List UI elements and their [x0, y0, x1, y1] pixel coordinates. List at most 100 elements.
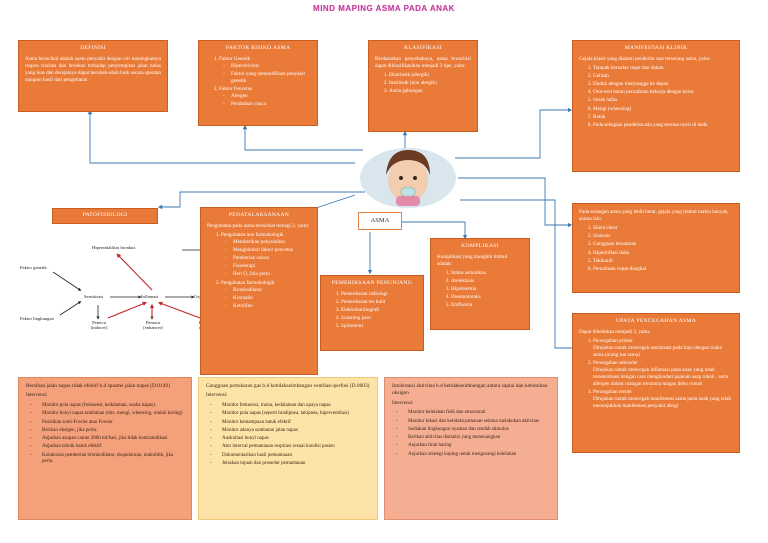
intervensi-item: Berikan oksigen, jika perlu.: [30, 428, 184, 435]
intervensi-item: Anjurkan strategi koping untuk mengurang…: [396, 452, 550, 459]
intervensi-item: Berikan aktivitas distraksi yang menenan…: [396, 435, 550, 442]
klasifikasi-intro: Berdasarkan penyebabnya, asma bronchial …: [375, 55, 471, 69]
manifestasi-item: Sesak nafas: [593, 97, 733, 104]
intervensi-item: Atur interval pemantauan respirasi sesua…: [210, 444, 370, 451]
link-manifestasi: [455, 107, 573, 159]
komplikasi-item: Hipoksemia: [451, 286, 523, 293]
komplikasi-box: KOMPLIKASI Komplikasi yang mungkin timbu…: [430, 238, 530, 330]
diagnosa-1-heading: Bersihan jalan napas tidak efektif b.d s…: [26, 383, 170, 389]
berat-item: Gangguan kesadaran: [593, 241, 733, 248]
berat-item: Silent chest: [593, 225, 733, 232]
faktor-risiko-box: FAKTOR RISIKO ASMA Faktor Genetik Hipers…: [198, 40, 318, 126]
definisi-heading: DEFINISI: [80, 45, 106, 51]
faktor-item: Faktor Pencetus AlergenPerubahan cuaca: [219, 86, 311, 108]
penatalaksanaan-sub: Bronkodilator: [233, 287, 311, 294]
faktor-sub: Perubahan cuaca: [231, 101, 311, 108]
pencegahan-intro: Dapat dibedakan menjadi 3, yaitu:: [579, 328, 651, 335]
berat-item: Sianosis: [593, 233, 733, 240]
intervensi-item: Auskultasi bunyi napas: [210, 436, 370, 443]
diagnosa-2-panel: Gangguan pertukaran gas b.d ketidakseimb…: [198, 377, 378, 520]
pf-sensitisasi: Sensitisasi: [84, 294, 104, 299]
pencegahan-heading: UPAYA PENCEGAHAN ASMA: [615, 318, 697, 324]
pf-hipereaktifitas: Hipereaktifitas bronkus: [92, 245, 136, 250]
pf-inflamasi: Inflamasi: [141, 294, 159, 299]
manifestasi-item: Tampak bernafas cepat dan dalam: [593, 65, 733, 72]
link-berat: [458, 177, 573, 228]
intervensi-item: Anjurkan teknik batuk efektif: [30, 444, 184, 451]
komplikasi-item: Status asmatikus: [451, 270, 523, 277]
penatalaksanaan-sub: Fisioterapi: [233, 263, 311, 270]
manifestasi-item: Duduk dengan menyangga ke depan: [593, 81, 733, 88]
diagnosa-2-intervensi-label: Intervensi:: [206, 393, 228, 399]
pencegahan-box: UPAYA PENCEGAHAN ASMA Dapat dibedakan me…: [572, 313, 740, 453]
manifestasi-box: MANIFESTASI KLINIK Gejala klasis yang di…: [572, 40, 740, 172]
intervensi-item: Monitor kemampuan batuk efektif: [210, 420, 370, 427]
definisi-box: DEFINISI Asma bronchial adalah suatu pen…: [18, 40, 168, 112]
pemeriksaan-item: Pemeriksaan radiologi: [341, 291, 417, 298]
intervensi-item: Monitor kelelahan fisik dan emosional: [396, 410, 550, 417]
intervensi-item: Dokumentasikan hasil pemantauan: [210, 453, 370, 460]
klasifikasi-item: Asma gabungan: [389, 88, 471, 95]
faktor-sub: Faktor yang memodifikasi penyakit geneti…: [231, 71, 311, 85]
intervensi-item: Posisikan semi-Fowler atau Fowler: [30, 420, 184, 427]
pemeriksaan-item: Elektrokardiografi: [341, 307, 417, 314]
center-label: ASMA: [358, 212, 402, 230]
faktor-sub: Alergen: [231, 93, 311, 100]
diagnosa-2-heading: Gangguan pertukaran gas b.d ketidakseimb…: [206, 383, 370, 389]
manifestasi-item: Gelisah: [593, 73, 733, 80]
penatalaksanaan-sub: Pemberian cairan: [233, 255, 311, 262]
pemeriksaan-item: Pemeriksaan tes kulit: [341, 299, 417, 306]
berat-item: Pernafasan cepat-dangkal: [593, 266, 733, 273]
penatalaksanaan-sub: Ketolifen: [233, 303, 311, 310]
link-patofisiologi: [157, 191, 365, 210]
penatalaksanaan-intro: Pengobatan pada asma bronchial terbagi 2…: [207, 222, 310, 229]
komplikasi-heading: KOMPLIKASI: [461, 243, 499, 249]
patofisiologi-heading: PATOFISIOLOGI: [82, 212, 128, 218]
intervensi-item: Monitor pola napas (seperti bradipnea, t…: [210, 411, 370, 418]
penatalaksanaan-sub: Beri O₂ bila perlu: [233, 271, 311, 278]
link-pencegahan: [460, 199, 577, 351]
manifestasi-intro: Gejala klasis yang dialami penderita saa…: [579, 55, 711, 62]
diagnosa-3-intervensi-label: Intervensi:: [392, 400, 414, 406]
penatalaksanaan-box: PENATALAKSANAAN Pengobatan pada asma bro…: [200, 207, 318, 375]
intervensi-item: Monitor pola napas (frekuensi, kedalaman…: [30, 403, 184, 410]
berat-item: Takikardi: [593, 258, 733, 265]
link-faktor: [242, 124, 363, 151]
penatalaksanaan-heading: PENATALAKSANAAN: [228, 212, 290, 218]
patofisiologi-box: PATOFISIOLOGI: [52, 208, 158, 224]
pemeriksaan-item: Scanning paru: [341, 315, 417, 322]
komplikasi-item: Emfisema: [451, 302, 523, 309]
intervensi-item: Kolaborasi pemberian bronkodilator, eksp…: [30, 453, 184, 467]
intervensi-item: Monitor adanya sumbatan jalan napas: [210, 428, 370, 435]
serangan-berat-box: Pada serangan asma yang lebih berat, gej…: [572, 203, 740, 293]
manifestasi-item: Otot-otot bantu pernafasan bekerja denga…: [593, 89, 733, 96]
intervensi-item: Anjurkan tirah baring: [396, 443, 550, 450]
penatalaksanaan-sub: Kromalin: [233, 295, 311, 302]
pemeriksaan-box: PEMERIKSAAN PENUNJANG Pemeriksaan radiol…: [320, 275, 424, 351]
klasifikasi-heading: KLASIFIKASI: [404, 45, 442, 51]
faktor-heading: FAKTOR RISIKO ASMA: [225, 45, 291, 51]
pf-pemicu: Pemicu (inducer): [90, 320, 108, 330]
penatalaksanaan-group: Pengobatan farmakologik Bronkodilator Kr…: [221, 280, 311, 310]
intervensi-item: Sediakan lingkungan nyaman dan rendah st…: [396, 427, 550, 434]
manifestasi-heading: MANIFESTASI KLINIK: [624, 45, 688, 51]
manifestasi-item: Batuk: [593, 114, 733, 121]
penatalaksanaan-group: Pengobatan non farmakologik Memberikan p…: [221, 232, 311, 279]
definisi-text: Asma bronchial adalah suatu penyakit den…: [25, 55, 161, 83]
faktor-item: Faktor Genetik HipersitivitasFaktor yang…: [219, 56, 311, 85]
berat-item: Hiperinflasi dada: [593, 250, 733, 257]
diagnosa-3-heading: Intoleransi aktivitas b.d ketidakseimban…: [392, 383, 548, 397]
intervensi-item: Monitor frekuensi, irama, kedalaman dan …: [210, 403, 370, 410]
pemeriksaan-item: Spirometri: [341, 323, 417, 330]
intervensi-item: Anjurkan asupan cairan 2000 ml/hari, jik…: [30, 436, 184, 443]
intervensi-item: Monitor bunyi napas tambahan (mis. mengi…: [30, 411, 184, 418]
klasifikasi-item: Ekstrinsik (alergik): [389, 72, 471, 79]
pf-pemacu: Pemacu (enhancer): [143, 320, 163, 330]
link-definisi: [87, 109, 355, 164]
klasifikasi-box: KLASIFIKASI Berdasarkan penyebabnya, asm…: [368, 40, 478, 132]
manifestasi-item: Pada sebagian penderita ada yang merasa …: [593, 122, 733, 129]
pf-genetik: Faktor genetik: [20, 265, 47, 270]
